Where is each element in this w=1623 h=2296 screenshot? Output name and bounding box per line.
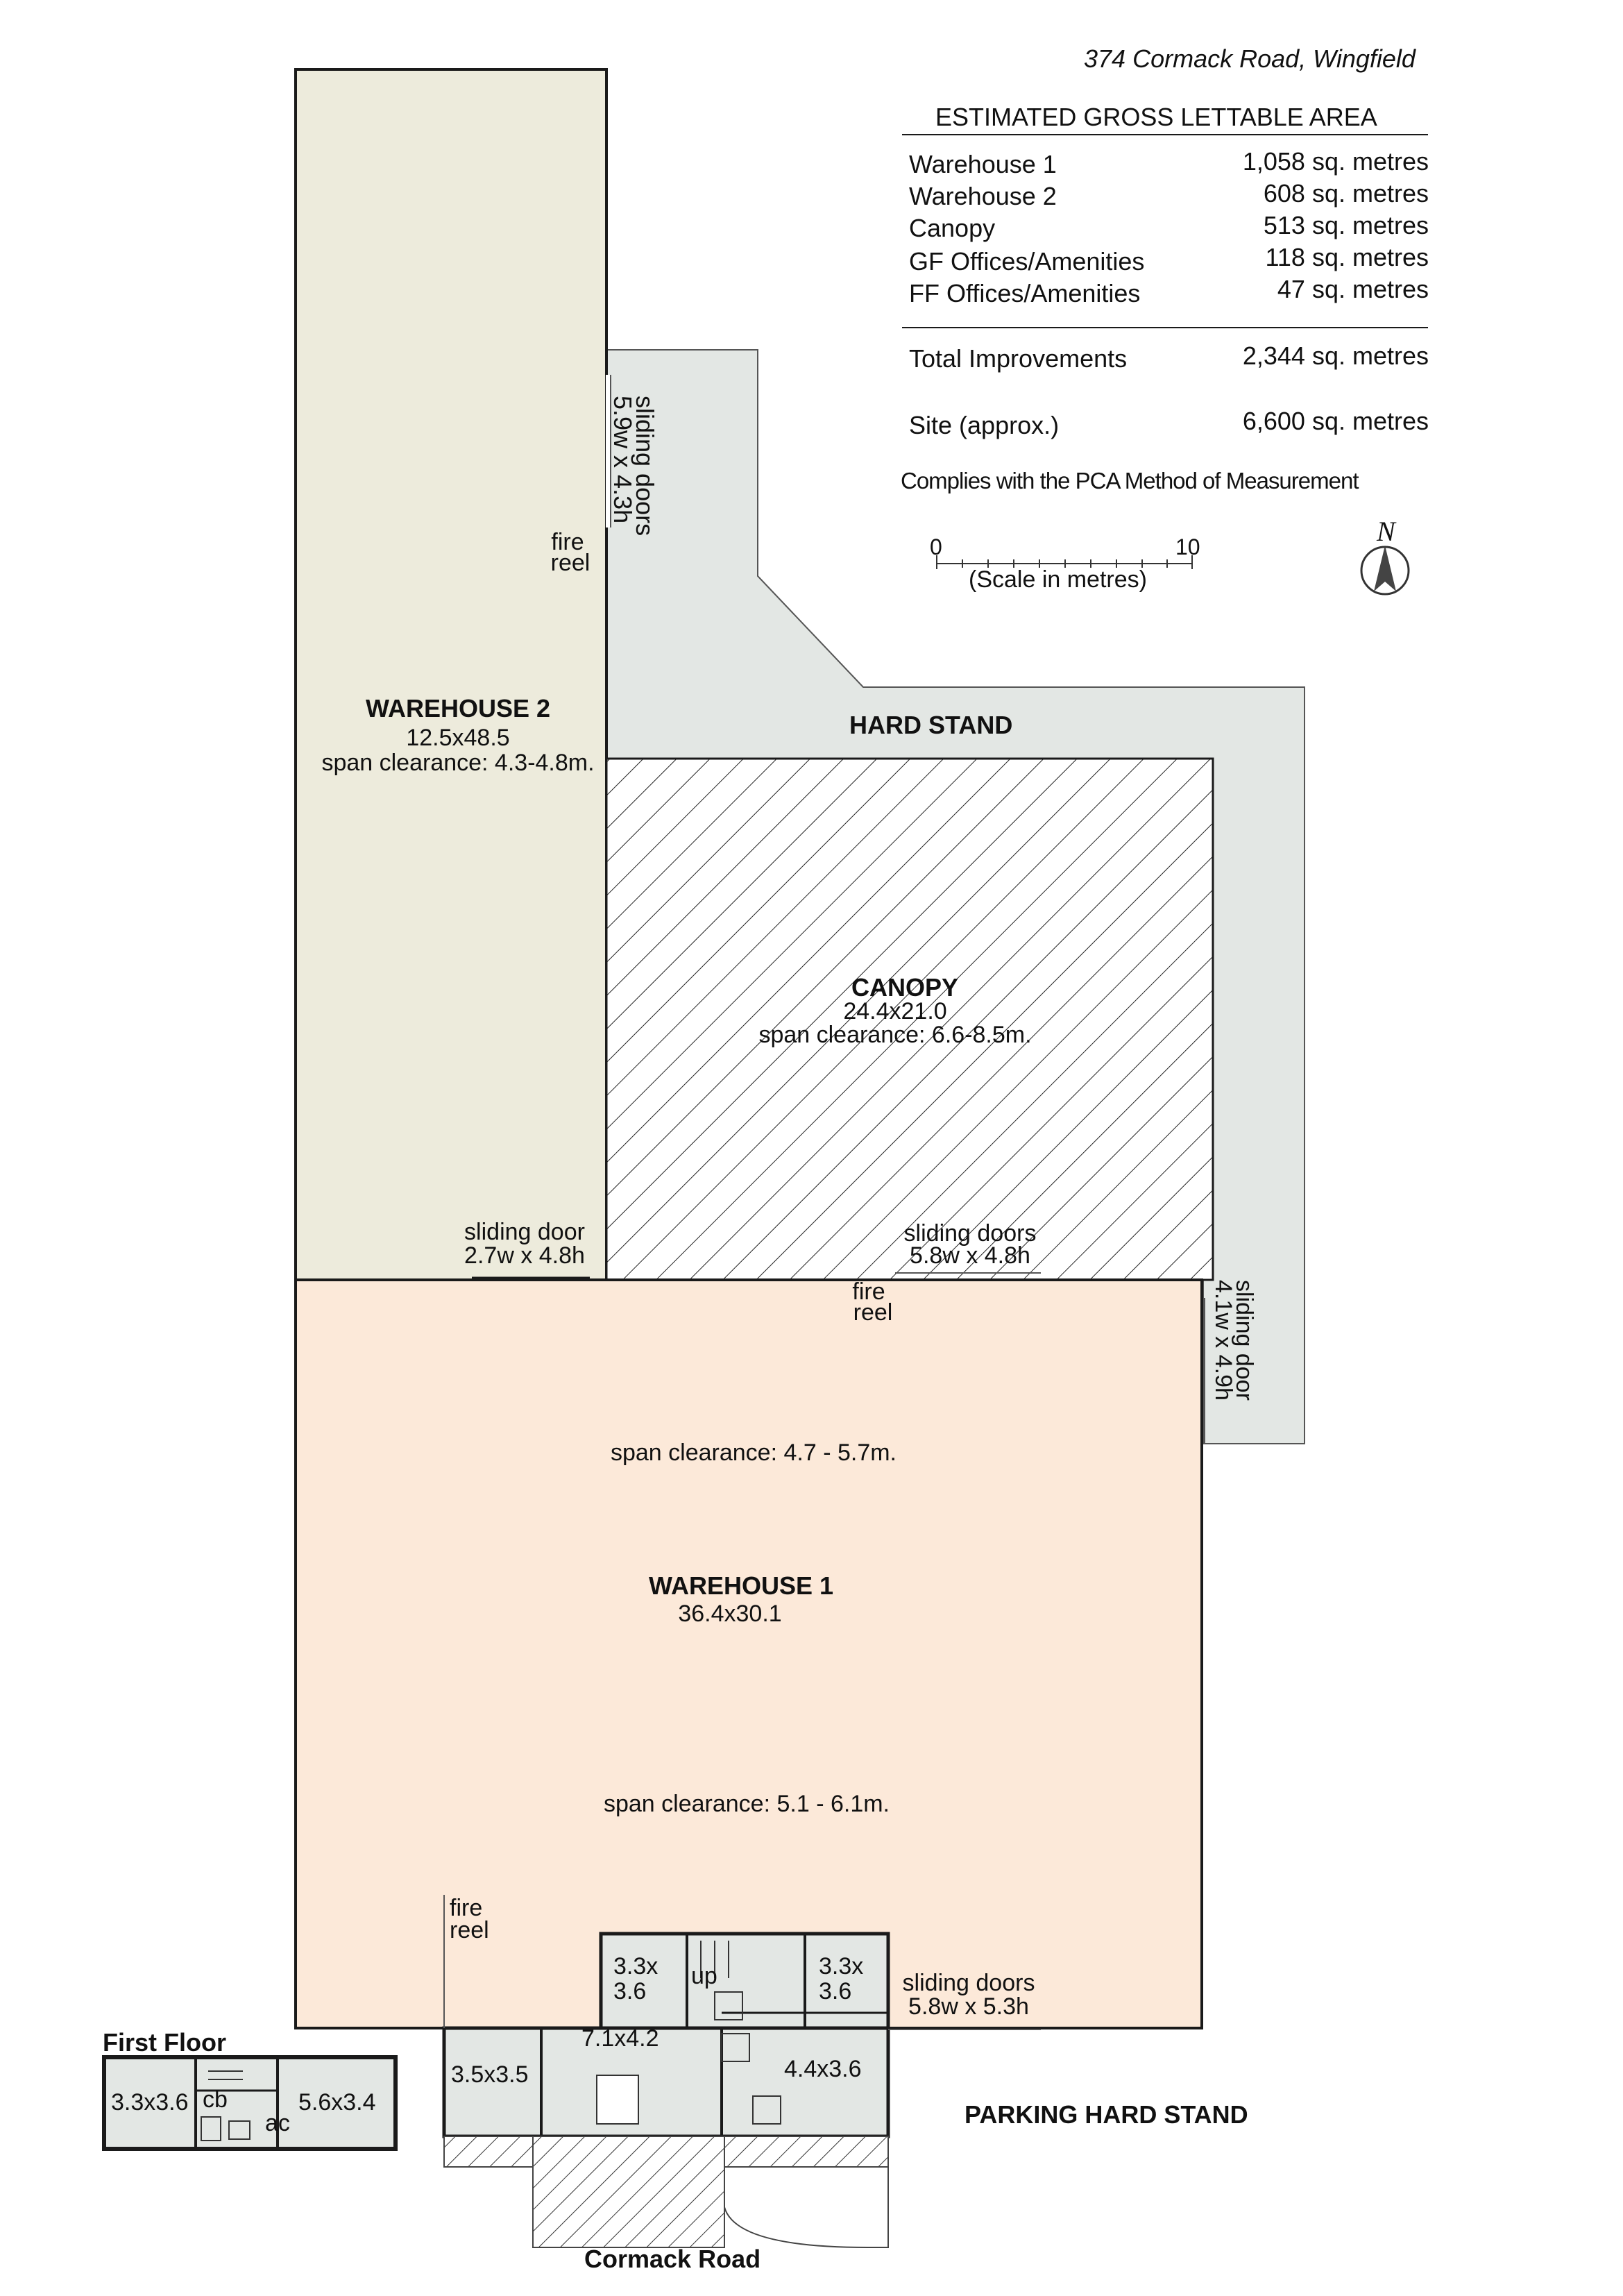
office-c-label: 3.5x3.5 — [451, 2061, 529, 2088]
office-b-label: 3.6 — [819, 1978, 852, 2004]
gla-site-name: Site (approx.) — [909, 411, 1060, 439]
canopy-dims: 24.4x21.0 — [843, 998, 947, 1024]
reception-label: 7.1x4.2 — [581, 2025, 659, 2052]
gla-row-area: 1,058 sq. metres — [1242, 147, 1429, 176]
gla-row-area: 118 sq. metres — [1265, 243, 1429, 271]
warehouse-1-clearance-top: span clearance: 4.7 - 5.7m. — [610, 1440, 897, 1466]
gla-row-name: FF Offices/Amenities — [909, 279, 1141, 307]
warehouse-1-clearance-bottom: span clearance: 5.1 - 6.1m. — [603, 1791, 890, 1817]
first-floor-cb: cb — [203, 2086, 228, 2113]
gla-row-name: GF Offices/Amenities — [909, 247, 1145, 276]
cormack-road-label: Cormack Road — [584, 2245, 761, 2273]
office-b-label: 3.3x — [819, 1953, 864, 1980]
gla-total-name: Total Improvements — [909, 344, 1128, 373]
warehouse-2-clearance: span clearance: 4.3-4.8m. — [321, 750, 595, 776]
canopy-door-label: sliding doors — [903, 1220, 1037, 1247]
office-a-label: 3.3x — [613, 1953, 658, 1980]
scale-bar — [936, 555, 1193, 569]
north-arrow-icon — [1360, 546, 1410, 596]
gla-row-name: Warehouse 2 — [909, 182, 1057, 210]
entry-hatch — [532, 2136, 725, 2248]
wh1-south-door-label: sliding doors — [902, 1970, 1035, 1996]
canopy-door-size: 5.8w x 4.8h — [910, 1242, 1030, 1269]
first-floor-plan — [102, 2055, 398, 2151]
warehouse-1-area — [294, 1278, 1203, 2029]
fire-reel-label: fire — [852, 1278, 885, 1305]
gla-total-area: 2,344 sq. metres — [1242, 341, 1429, 370]
office-a-label: 3.6 — [613, 1978, 647, 2004]
warehouse-2-title: WAREHOUSE 2 — [365, 694, 551, 723]
office-block — [442, 2026, 890, 2138]
gla-row-name: Canopy — [909, 214, 996, 242]
gla-row-area: 47 sq. metres — [1277, 275, 1429, 303]
compass-north-label: N — [1377, 516, 1395, 547]
first-floor-ac: ac — [265, 2110, 290, 2136]
warehouse-2-area — [294, 68, 608, 1281]
gla-title: ESTIMATED GROSS LETTABLE AREA — [935, 103, 1377, 131]
scale-caption: (Scale in metres) — [969, 566, 1147, 593]
gla-compliance-note: Complies with the PCA Method of Measurem… — [901, 468, 1359, 493]
parking-hard-stand-label: PARKING HARD STAND — [965, 2100, 1248, 2129]
property-address: 374 Cormack Road, Wingfield — [1084, 44, 1416, 73]
wh2-south-door-label: sliding door — [464, 1219, 585, 1245]
office-d-label: 4.4x3.6 — [784, 2056, 862, 2082]
warehouse-1-dims: 36.4x30.1 — [678, 1601, 782, 1627]
canopy-clearance: span clearance: 6.6-8.5m. — [758, 1022, 1032, 1048]
fire-reel-label: reel — [853, 1299, 893, 1326]
fire-reel-label: reel — [550, 550, 590, 576]
canopy-area — [605, 757, 1214, 1281]
hard-stand-label: HARD STAND — [849, 711, 1013, 739]
wh1-south-door-size: 5.8w x 5.3h — [908, 1993, 1029, 2020]
wh1-east-door-size: 4.1w x 4.9h — [1210, 1280, 1237, 1401]
warehouse-2-dims: 12.5x48.5 — [406, 725, 510, 751]
wh2-south-door-size: 2.7w x 4.8h — [464, 1242, 585, 1269]
driveway-curve — [724, 2166, 889, 2248]
fire-reel-label: reel — [450, 1917, 489, 1943]
first-floor-title: First Floor — [103, 2028, 226, 2057]
fire-reel-label: fire — [450, 1895, 483, 1921]
wh2-door-size: 5.9w x 4.3h — [609, 396, 637, 524]
first-floor-room-a: 3.3x3.6 — [111, 2089, 189, 2116]
fire-reel-label: fire — [551, 529, 584, 555]
gla-row-area: 608 sq. metres — [1263, 179, 1429, 208]
scale-zero: 0 — [930, 534, 942, 559]
canopy-title: CANOPY — [851, 973, 959, 1002]
gla-row-name: Warehouse 1 — [909, 150, 1057, 178]
gla-site-area: 6,600 sq. metres — [1242, 407, 1429, 435]
porch-hatch-right — [721, 2136, 889, 2168]
gla-row-area: 513 sq. metres — [1263, 211, 1429, 239]
stair-up-label: up — [691, 1963, 717, 1989]
warehouse-1-title: WAREHOUSE 1 — [648, 1571, 834, 1600]
scale-ten: 10 — [1175, 534, 1200, 559]
first-floor-room-b: 5.6x3.4 — [298, 2089, 376, 2116]
